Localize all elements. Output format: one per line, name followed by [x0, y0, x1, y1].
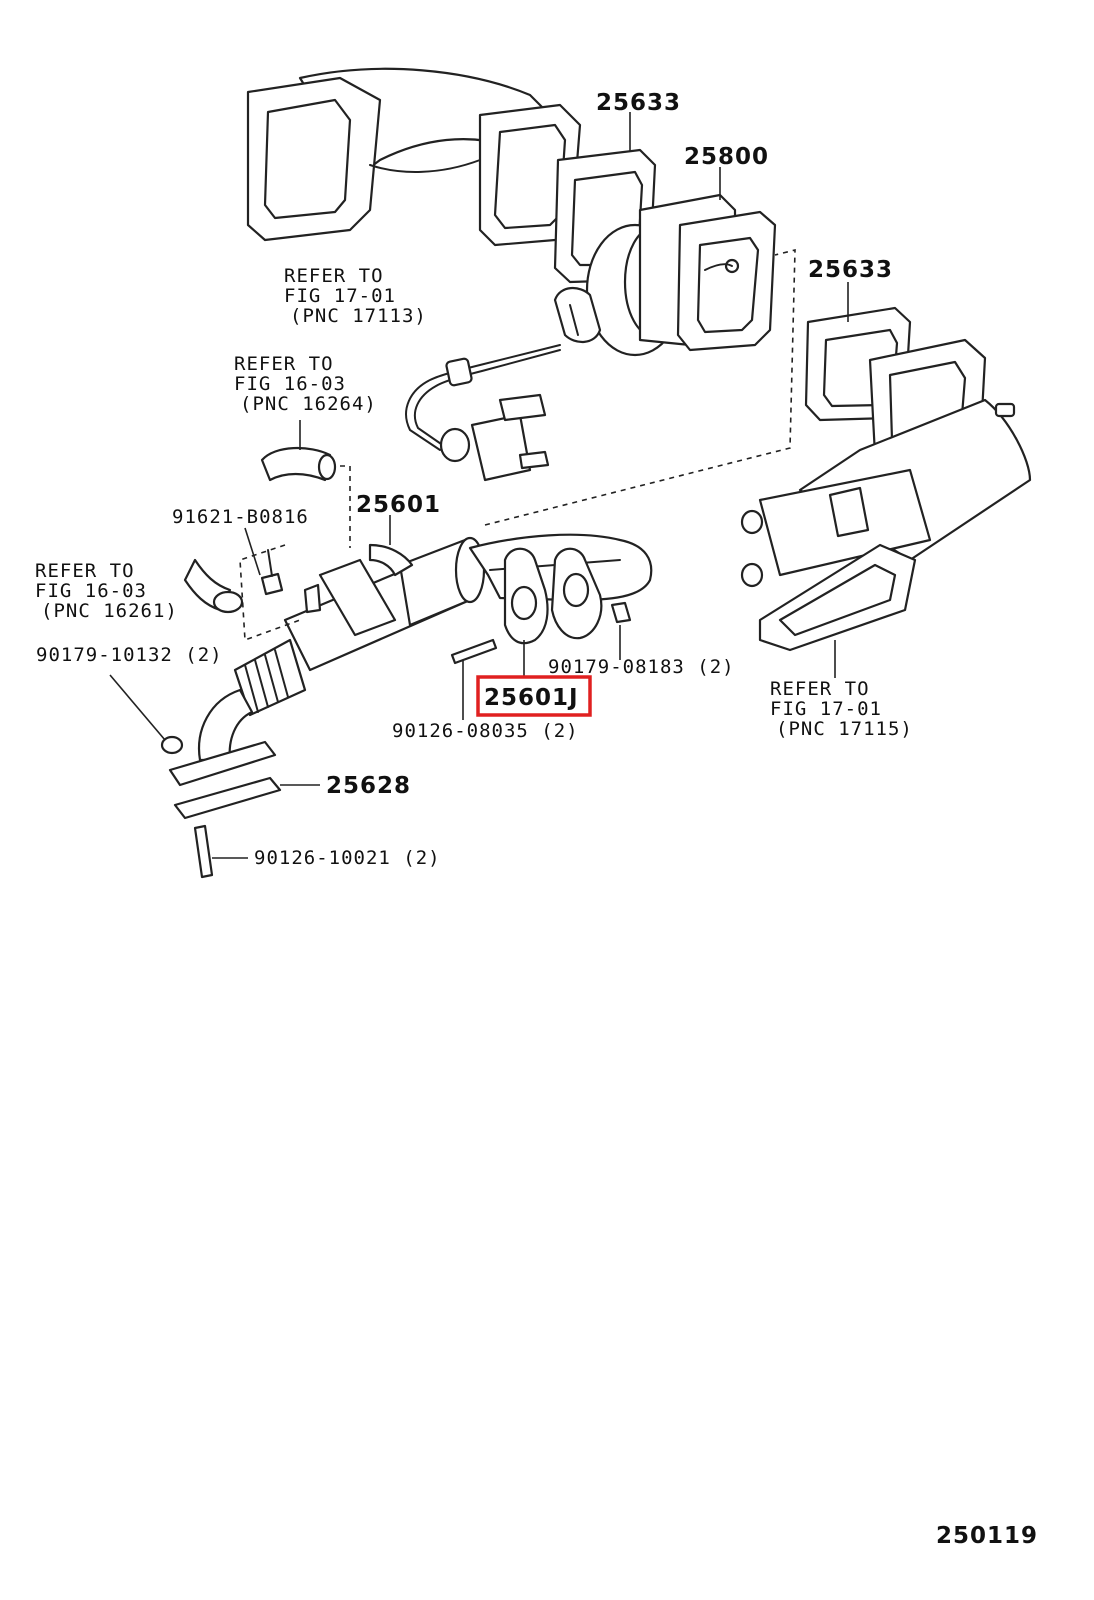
- label-25601[interactable]: 25601: [356, 492, 441, 518]
- gasket-25601j: [503, 547, 603, 678]
- bolt-91621-b0816: [244, 527, 284, 596]
- vacuum-line: [405, 344, 561, 451]
- refer-hose-line2: FIG 16-03: [234, 373, 346, 395]
- label-90126-08035[interactable]: 90126-08035 (2): [392, 720, 579, 742]
- label-91621-b0816[interactable]: 91621-B0816: [172, 506, 309, 528]
- label-90126-10021[interactable]: 90126-10021 (2): [254, 847, 441, 869]
- diagram-id: 250119: [936, 1523, 1038, 1549]
- refer-right-line2: FIG 17-01: [770, 698, 882, 720]
- hose-16261: [183, 558, 322, 614]
- label-25800[interactable]: 25800: [684, 144, 769, 170]
- egr-valve-25800: [553, 167, 777, 357]
- stud-90126-08035: [450, 638, 498, 720]
- refer-left-line2: FIG 16-03: [35, 580, 147, 602]
- label-25601j[interactable]: 25601J: [484, 685, 579, 711]
- label-25628[interactable]: 25628: [326, 773, 411, 799]
- intake-manifold-right: [740, 338, 1032, 678]
- refer-right-line1: REFER TO: [770, 678, 870, 700]
- label-90179-10132[interactable]: 90179-10132 (2): [36, 644, 223, 666]
- refer-top-line3[interactable]: (PNC 17113): [290, 305, 427, 327]
- highlight-box: [476, 675, 592, 717]
- label-25633-right[interactable]: 25633: [808, 257, 893, 283]
- hose-16264: [260, 420, 337, 482]
- refer-hose-line3[interactable]: (PNC 16264): [240, 393, 377, 415]
- stud-90126-10021: [193, 824, 248, 879]
- nut-90179-08183: [610, 601, 632, 660]
- label-25633-top[interactable]: 25633: [596, 90, 681, 116]
- refer-left-line3[interactable]: (PNC 16261): [41, 600, 178, 622]
- refer-right-line3[interactable]: (PNC 17115): [776, 718, 913, 740]
- refer-hose-line1: REFER TO: [234, 353, 334, 375]
- egr-outlet-pipe: [109, 638, 320, 820]
- egr-flange-upper: [478, 103, 582, 247]
- refer-top-line1: REFER TO: [284, 265, 384, 287]
- vsv-solenoid: [439, 393, 550, 482]
- refer-top-line2: FIG 17-01: [284, 285, 396, 307]
- refer-left-line1: REFER TO: [35, 560, 135, 582]
- label-90179-08183[interactable]: 90179-08183 (2): [548, 656, 735, 678]
- intake-pipe-upper: [246, 67, 547, 242]
